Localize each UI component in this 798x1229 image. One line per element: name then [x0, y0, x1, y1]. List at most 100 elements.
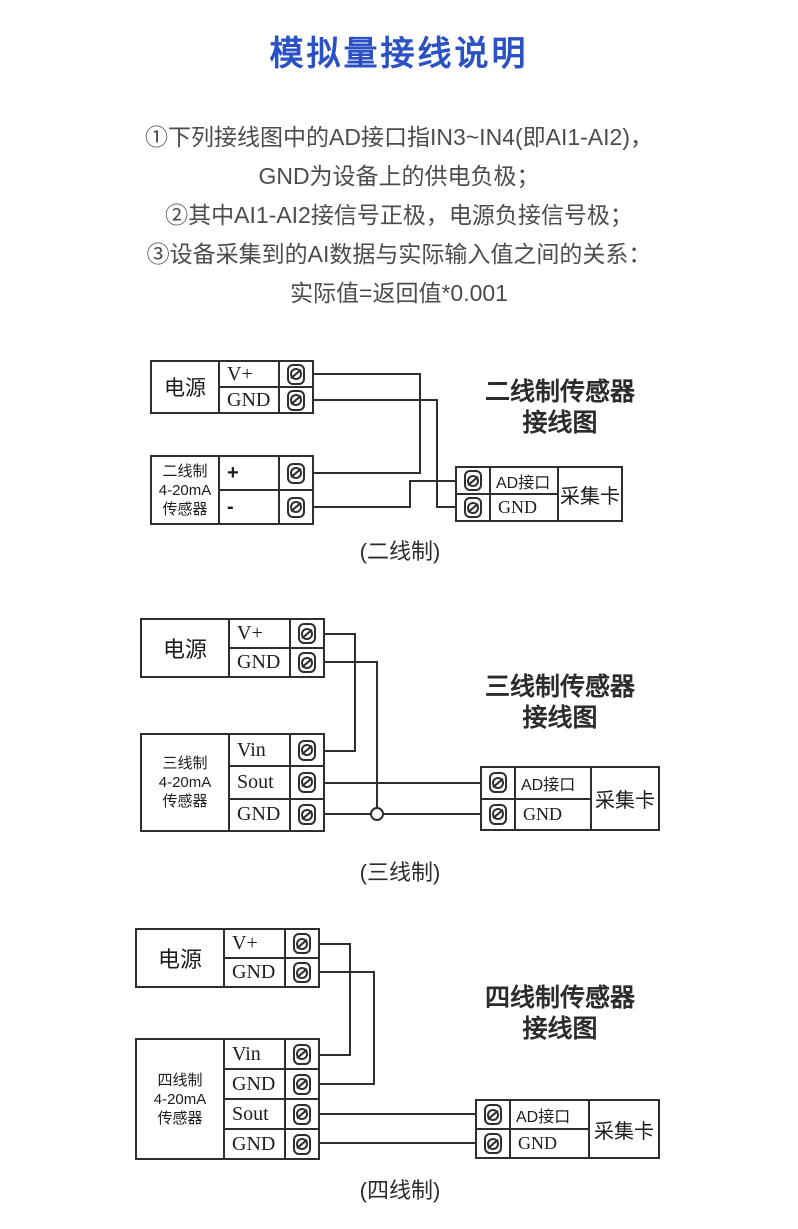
terminal-cell	[289, 649, 323, 676]
pin-row: +	[220, 457, 312, 489]
screw-terminal-icon	[293, 1133, 311, 1155]
terminal-cell	[278, 491, 312, 523]
pin-label-gnd: GND	[237, 803, 281, 826]
pin-label-ad: AD接口	[496, 474, 551, 492]
card-box-two-wire: AD接口 GND 采集卡	[455, 466, 623, 522]
screw-terminal-icon	[298, 652, 316, 673]
card-box-three-wire: AD接口 GND 采集卡	[480, 766, 660, 831]
terminal-cell	[289, 799, 323, 830]
power-box-four-wire: 电源 V+ GND	[135, 928, 320, 988]
caption-three-wire: (三线制)	[359, 860, 441, 885]
pin-label-gnd: GND	[237, 651, 281, 673]
wire-sensorminus-to-ad	[314, 480, 455, 508]
sensor-label: 三线制 4-20mA 传感器	[142, 735, 230, 830]
instruction-line-5: 实际值=返回值*0.001	[290, 280, 508, 306]
instruction-line-3: ②其中AI1-AI2接信号正极，电源负接信号极；	[165, 202, 633, 228]
pin-label-gnd: GND	[523, 803, 562, 824]
pin-label-gnd: GND	[227, 388, 271, 411]
power-pin-rows: V+ GND	[230, 620, 323, 676]
sensor-label-line1: 三线制	[162, 755, 208, 772]
card-pin-rows: AD接口 GND	[457, 468, 557, 520]
screw-terminal-icon	[298, 771, 316, 793]
screw-terminal-icon	[287, 389, 305, 411]
screw-terminal-icon	[484, 1133, 502, 1154]
screw-terminal-icon	[489, 772, 507, 794]
sensor-box-four-wire: 四线制 4-20mA 传感器 Vin GND Sout GND	[135, 1038, 320, 1160]
heading-line1: 二线制传感器	[484, 378, 635, 406]
terminal-cell	[278, 457, 312, 489]
pin-label-ad: AD接口	[521, 776, 576, 794]
instruction-line-2: GND为设备上的供电负极；	[258, 163, 540, 189]
pin-row: GND	[220, 386, 312, 412]
screw-terminal-icon	[287, 363, 305, 385]
pin-row: Vin	[230, 735, 323, 766]
heading-line2: 接线图	[522, 704, 598, 732]
terminal-cell	[284, 1040, 318, 1068]
pin-label-gnd2: GND	[232, 1132, 276, 1155]
pin-row: V+	[230, 620, 323, 647]
instructions-block: ①下列接线图中的AD接口指IN3~IN4(即AI1-AI2)， GND为设备上的…	[0, 118, 798, 313]
terminal-cell	[482, 799, 516, 829]
screw-terminal-icon	[464, 497, 482, 518]
card-box-four-wire: AD接口 GND 采集卡	[475, 1099, 660, 1159]
pin-row: AD接口	[457, 468, 557, 493]
wire-vplus-to-sensor-plus	[314, 373, 421, 474]
pin-row: AD接口	[477, 1101, 588, 1128]
screw-terminal-icon	[293, 962, 311, 983]
heading-line2: 接线图	[522, 1015, 598, 1043]
screw-terminal-icon	[298, 739, 316, 761]
power-label: 电源	[152, 362, 220, 412]
screw-terminal-icon	[298, 623, 316, 644]
power-box-two-wire: 电源 V+ GND	[150, 360, 314, 414]
instruction-line-4: ③设备采集到的AI数据与实际输入值之间的关系：	[146, 241, 652, 267]
screw-terminal-icon	[287, 462, 305, 484]
terminal-cell	[482, 768, 516, 798]
wire-vplus-to-vin	[325, 633, 356, 752]
terminal-cell	[289, 735, 323, 766]
screw-terminal-icon	[464, 470, 482, 491]
pin-label-gnd: GND	[518, 1133, 557, 1153]
caption-two-wire: (二线制)	[359, 539, 441, 564]
pin-row: Sout	[230, 765, 323, 798]
screw-terminal-icon	[293, 1043, 311, 1065]
pin-label-vin: Vin	[232, 1042, 261, 1065]
screw-terminal-icon	[298, 804, 316, 826]
pin-label-minus: -	[227, 495, 234, 518]
heading-line2: 接线图	[522, 409, 598, 437]
terminal-cell	[278, 388, 312, 412]
pin-row: GND	[225, 1068, 318, 1098]
sensor-label-line2: 4-20mA	[153, 1090, 207, 1108]
pin-row: AD接口	[482, 768, 590, 798]
terminal-cell	[284, 930, 318, 957]
instruction-line-1: ①下列接线图中的AD接口指IN3~IN4(即AI1-AI2)，	[145, 124, 653, 150]
wire-powergnd-to-junction	[325, 661, 378, 814]
terminal-cell	[457, 468, 491, 493]
terminal-cell	[289, 767, 323, 798]
pin-row: -	[220, 489, 312, 523]
diagram-heading-four-wire: 四线制传感器 接线图	[450, 983, 670, 1045]
power-pin-rows: V+ GND	[225, 930, 318, 986]
wire-vplus-to-vin	[320, 943, 351, 1056]
pin-row: GND	[482, 797, 590, 829]
wire-powergnd-to-sensorgnd	[320, 971, 375, 1085]
wire-powergnd-to-cardgnd	[314, 399, 455, 508]
terminal-cell	[477, 1101, 511, 1128]
sensor-label-line3: 传感器	[162, 793, 208, 810]
sensor-pin-rows: + -	[220, 457, 312, 523]
sensor-label-line2: 4-20mA	[158, 774, 212, 791]
power-label: 电源	[142, 620, 230, 676]
pin-row: Vin	[225, 1040, 318, 1068]
pin-label-ad: AD接口	[516, 1108, 571, 1126]
power-pin-rows: V+ GND	[220, 362, 312, 412]
sensor-label-line1: 二线制	[162, 462, 208, 480]
terminal-cell	[284, 1100, 318, 1128]
power-box-three-wire: 电源 V+ GND	[140, 618, 325, 678]
screw-terminal-icon	[489, 803, 507, 825]
pin-row: GND	[230, 647, 323, 676]
terminal-cell	[289, 620, 323, 647]
pin-label-sout: Sout	[232, 1102, 269, 1125]
screw-terminal-icon	[287, 496, 305, 518]
sensor-label-line1: 四线制	[157, 1071, 203, 1089]
